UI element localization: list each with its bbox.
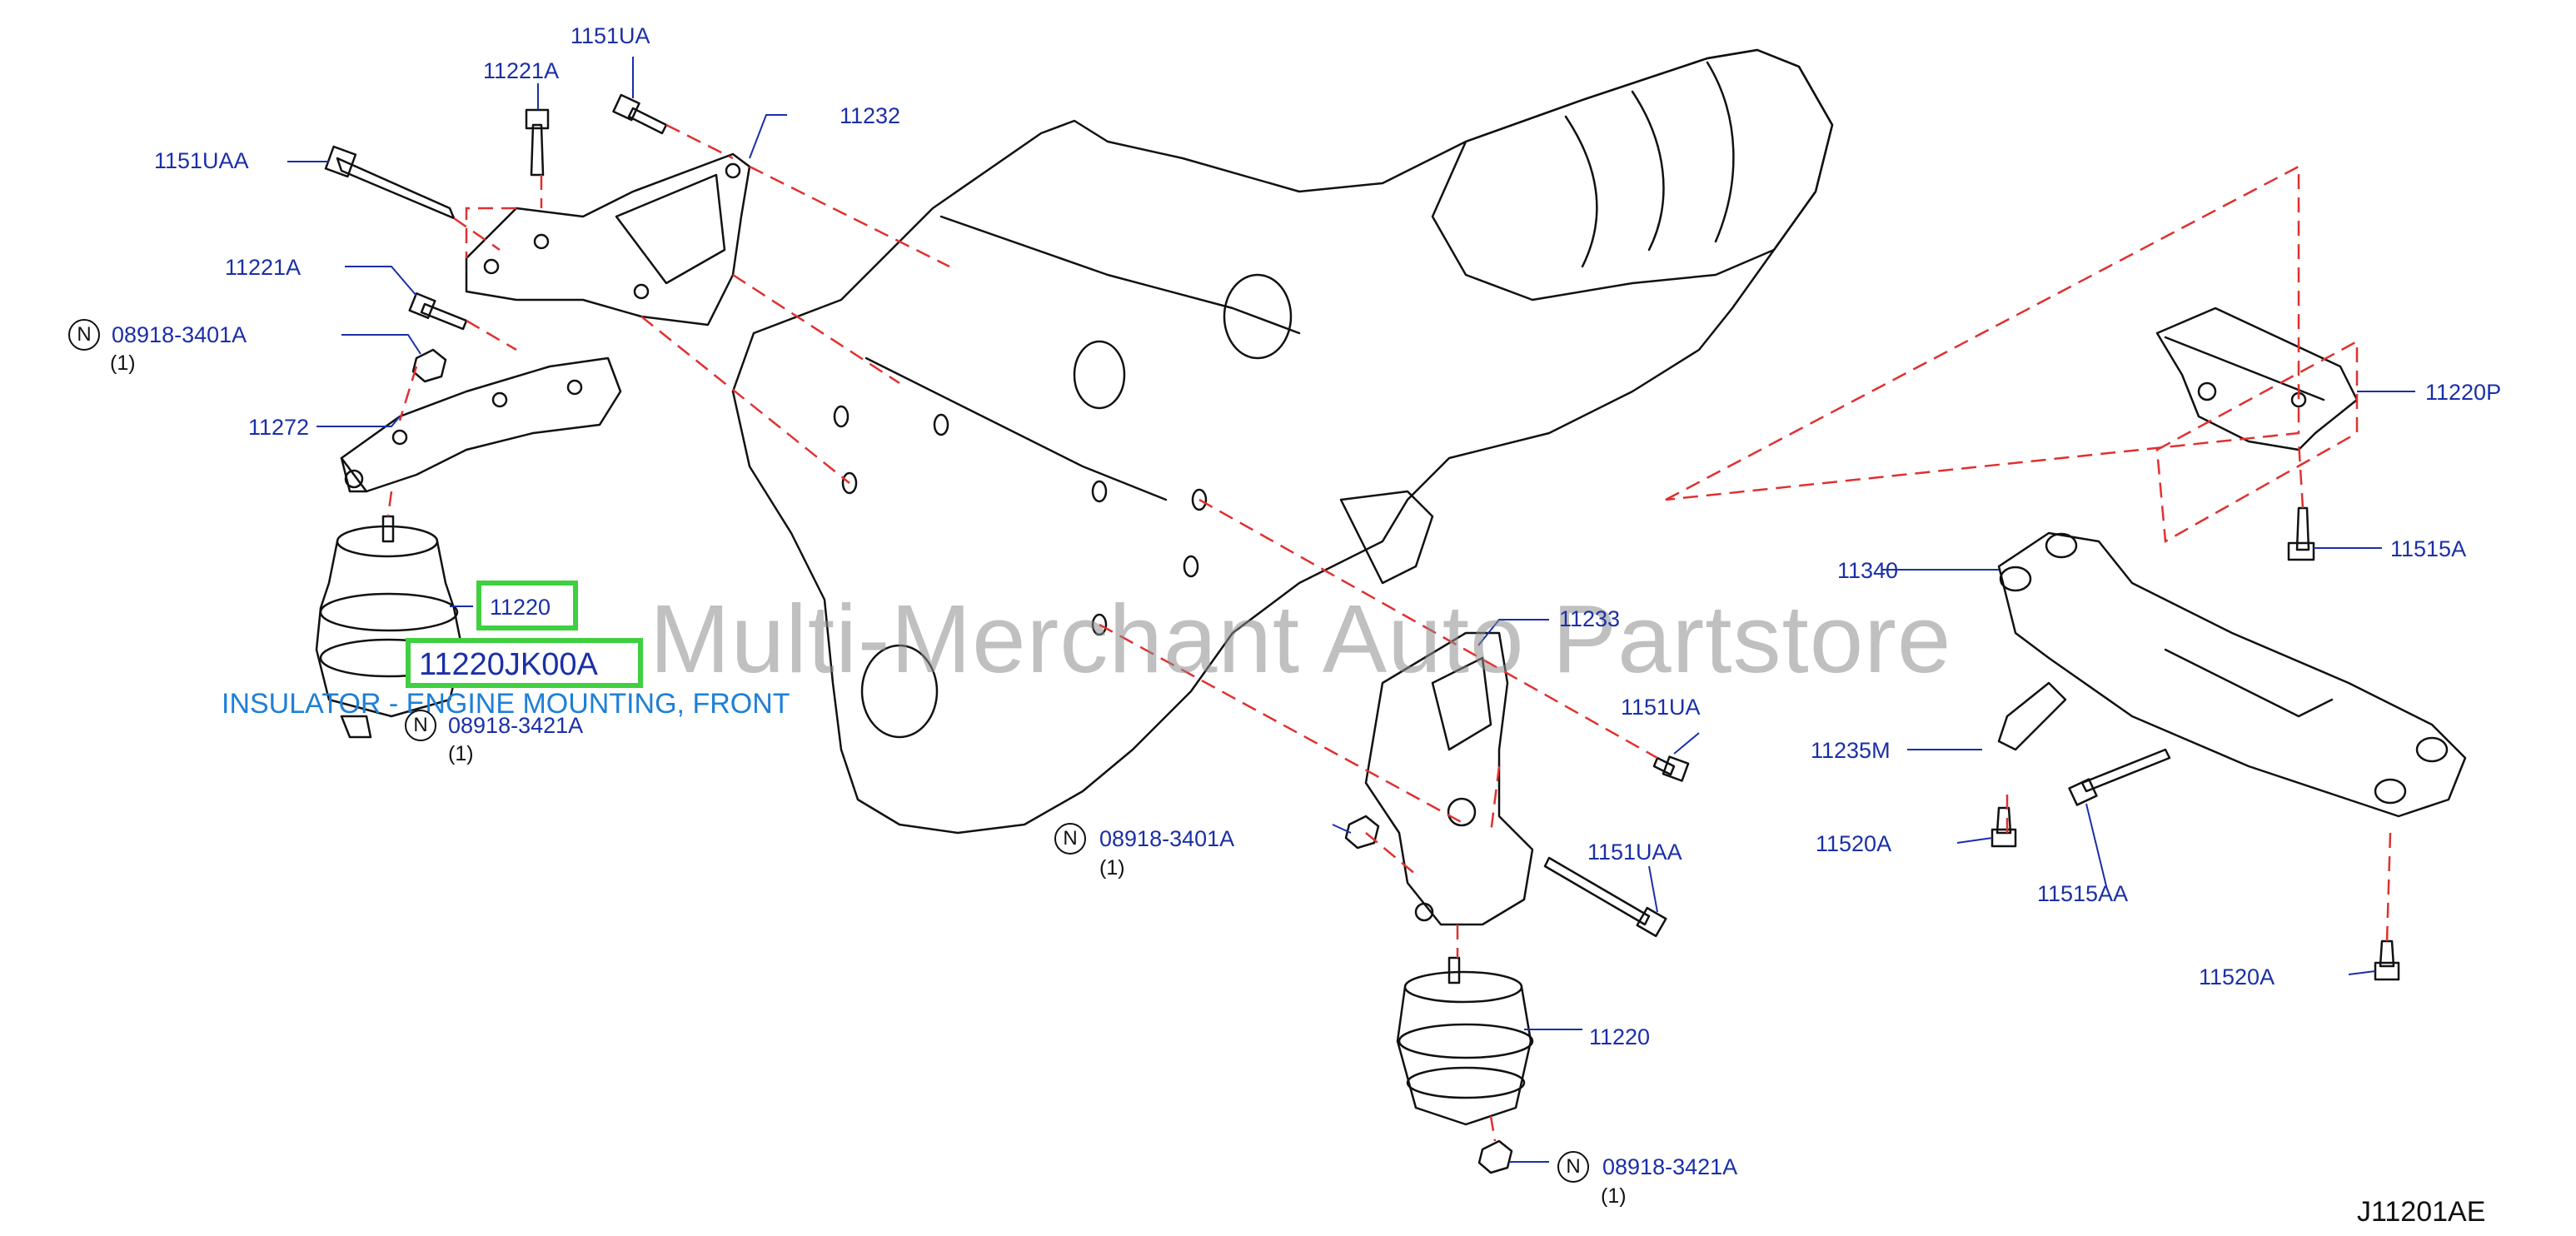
label-11233[interactable]: 11233 (1559, 606, 1621, 631)
label-11515A[interactable]: 11515A (2390, 536, 2467, 561)
nut-08918-3401A-left (411, 348, 447, 383)
n-marker-icon: N (1054, 823, 1086, 855)
label-1151UA-top[interactable]: 1151UA (571, 23, 650, 48)
bolt-11515A (2295, 506, 2310, 551)
label-11520A-bottom[interactable]: 11520A (2199, 964, 2275, 989)
transmission-outline (1431, 48, 1834, 302)
quantity-08918-3421A-bottom: (1) (1601, 1184, 1627, 1208)
n-marker-icon: N (405, 710, 436, 741)
quantity-08918-3401A-mid: (1) (1099, 856, 1125, 880)
quantity-08918-3421A-left: (1) (448, 742, 474, 765)
bolt-11221A-top (530, 123, 545, 177)
bolt-1151UA-mid (1652, 756, 1676, 776)
watermark: Multi-Merchant Auto Partstore (650, 585, 1952, 693)
n-marker-icon: N (1557, 1151, 1589, 1183)
bolt-11520A-left (1996, 806, 2012, 835)
diagram-code: J11201AE (2357, 1196, 2486, 1228)
quantity-08918-3401A-left: (1) (110, 351, 136, 375)
bolt-1151UA-top (627, 107, 668, 135)
highlight-part-number[interactable]: 11220JK00A (406, 638, 643, 688)
bracket-11233 (1364, 631, 1534, 926)
label-11232[interactable]: 11232 (840, 103, 901, 128)
highlighted-part-number: 11220JK00A (419, 647, 598, 682)
bracket-11272 (340, 356, 622, 493)
highlighted-part-label: 11220 (490, 595, 551, 620)
bolt-1151UAA-left (336, 157, 456, 220)
label-11340[interactable]: 11340 (1837, 558, 1899, 583)
label-11235M[interactable]: 11235M (1811, 738, 1891, 763)
label-08918-3421A-bottom[interactable]: 08918-3421A (1602, 1154, 1738, 1179)
rear-mount-11220P (2155, 307, 2359, 451)
label-11515AA[interactable]: 11515AA (2037, 881, 2129, 906)
n-marker-icon: N (68, 319, 100, 351)
label-1151UA-mid[interactable]: 1151UA (1621, 695, 1701, 720)
label-08918-3401A-left[interactable]: 08918-3401A (112, 322, 247, 347)
label-11272[interactable]: 11272 (248, 415, 310, 440)
label-08918-3401A-mid[interactable]: 08918-3401A (1099, 826, 1235, 851)
bracket-11232 (465, 152, 751, 326)
engine-mount-right (1396, 956, 1534, 1174)
highlight-part-label[interactable]: 11220 (476, 581, 578, 630)
label-08918-3421A-left[interactable]: 08918-3421A (448, 713, 584, 738)
label-1151UAA-mid[interactable]: 1151UAA (1587, 840, 1682, 865)
bolt-11515AA (2080, 748, 2171, 793)
bracket-11235M (1997, 681, 2067, 751)
label-11220P[interactable]: 11220P (2425, 380, 2502, 405)
label-11221A-left[interactable]: 11221A (225, 255, 301, 280)
nut-08918-3401A-mid (1344, 815, 1380, 850)
bolt-1151UAA-mid (1543, 856, 1651, 926)
crossmember-11340 (1997, 531, 2467, 818)
bolt-11221A-left (420, 302, 468, 331)
label-1151UAA-left[interactable]: 1151UAA (154, 148, 249, 173)
label-11220-right[interactable]: 11220 (1589, 1024, 1651, 1049)
part-description: INSULATOR - ENGINE MOUNTING, FRONT (222, 688, 790, 720)
engine-block-outline (731, 48, 1834, 835)
label-11520A-left[interactable]: 11520A (1816, 831, 1892, 856)
bolt-11520A-bottom (2379, 939, 2395, 968)
label-11221A-top[interactable]: 11221A (483, 58, 560, 83)
